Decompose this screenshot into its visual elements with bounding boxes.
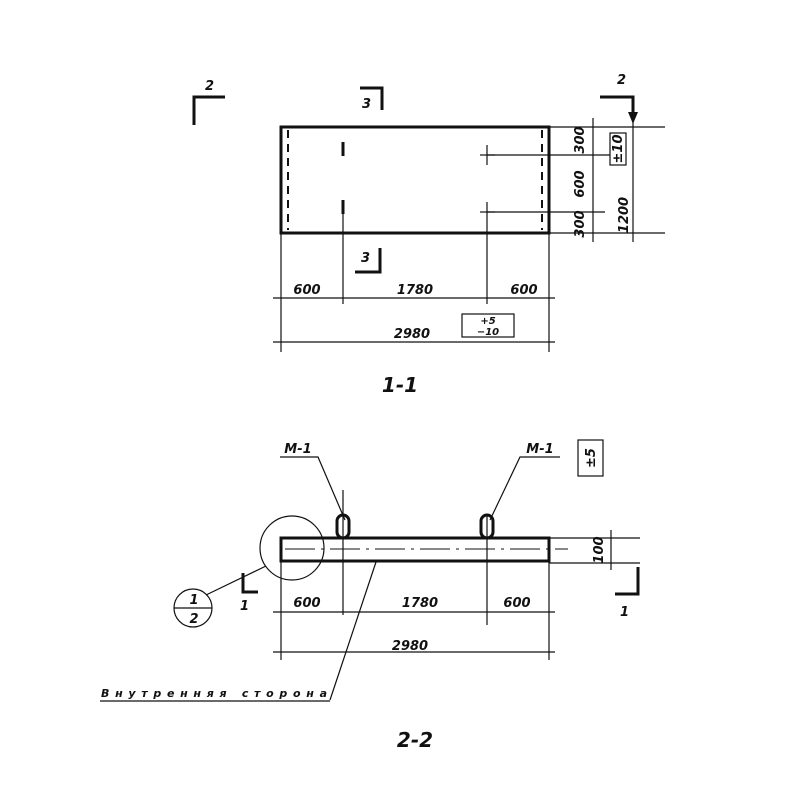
svg-text:600: 600 xyxy=(503,596,530,611)
horizontal-dimensions: 600 1780 600 2980 +5 −10 xyxy=(273,214,555,352)
horizontal-dimensions-2-2: 600 1780 600 2980 xyxy=(273,561,555,660)
inner-side-callout: Внутренняя сторона xyxy=(100,561,377,702)
panel-outline xyxy=(279,125,551,235)
view-title-2-2: 2-2 xyxy=(397,728,433,752)
dim-300-top: 300 xyxy=(573,126,588,153)
svg-text:2: 2 xyxy=(205,79,214,94)
anchor-marks xyxy=(341,142,495,222)
vertical-dimensions: 300 600 300 1200 ±10 xyxy=(487,118,665,242)
anchor-labels: М-1 М-1 xyxy=(280,442,560,521)
dim-300-bottom: 300 xyxy=(573,210,588,237)
svg-text:1: 1 xyxy=(240,599,249,614)
dim-2980: 2980 xyxy=(394,327,430,342)
svg-text:3: 3 xyxy=(361,251,370,266)
dim-600-right: 600 xyxy=(510,283,537,298)
thickness-tolerance-box xyxy=(577,439,604,477)
thickness-dimension: 100 xyxy=(549,530,640,570)
detail-circle xyxy=(259,515,325,581)
detail-reference[interactable]: 1 2 xyxy=(173,588,213,628)
svg-text:+5: +5 xyxy=(480,316,495,327)
svg-text:2: 2 xyxy=(189,612,198,627)
section-mark-2-right: 2 xyxy=(600,73,638,124)
svg-text:100: 100 xyxy=(592,536,607,563)
view-1-1: 300 600 300 1200 ±10 2 2 3 3 xyxy=(192,73,665,397)
svg-text:1: 1 xyxy=(620,605,629,620)
svg-text:1: 1 xyxy=(189,593,198,608)
view-2-2: М-1 М-1 ±5 1 2 1 1 xyxy=(100,439,640,752)
section-mark-1-right: 1 xyxy=(615,567,640,620)
svg-text:1780: 1780 xyxy=(402,596,438,611)
height-tolerance: ±10 xyxy=(611,135,626,164)
dim-600: 600 xyxy=(573,170,588,197)
dim-1200: 1200 xyxy=(617,197,632,233)
dim-600-left: 600 xyxy=(293,283,320,298)
tolerance-box xyxy=(609,132,627,166)
section-mark-3-bottom: 3 xyxy=(355,248,382,274)
dim-1780: 1780 xyxy=(397,283,433,298)
section-mark-1-left: 1 xyxy=(240,573,258,614)
svg-text:600: 600 xyxy=(293,596,320,611)
svg-text:3: 3 xyxy=(362,97,371,112)
section-mark-2-left: 2 xyxy=(192,79,225,125)
svg-text:2980: 2980 xyxy=(392,639,428,654)
svg-text:М-1: М-1 xyxy=(526,442,553,457)
svg-text:2: 2 xyxy=(617,73,626,88)
svg-text:М-1: М-1 xyxy=(284,442,311,457)
thickness-tolerance: ±5 xyxy=(584,448,599,468)
length-tolerance-box xyxy=(461,313,515,338)
section-mark-3-top: 3 xyxy=(360,86,384,112)
svg-text:Внутренняя сторона: Внутренняя сторона xyxy=(101,687,327,700)
view-title-1-1: 1-1 xyxy=(382,373,418,397)
svg-text:−10: −10 xyxy=(477,327,499,338)
